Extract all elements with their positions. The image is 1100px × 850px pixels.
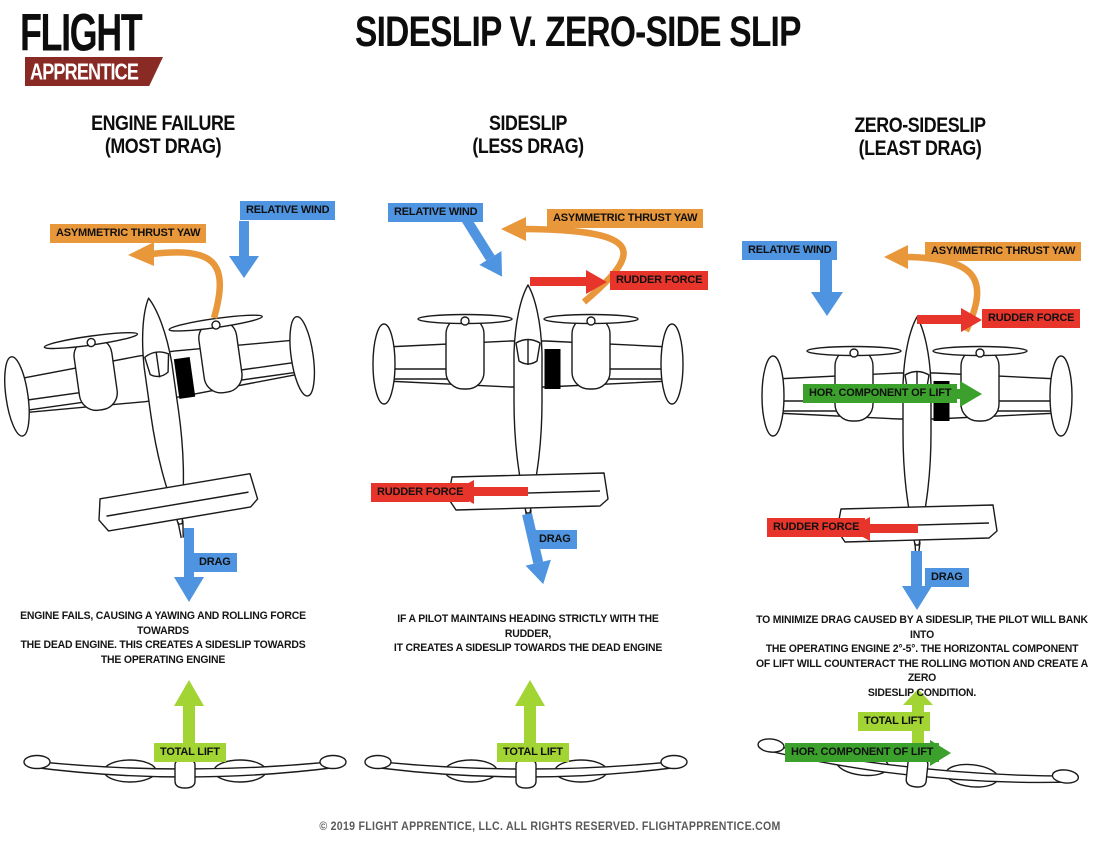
panel1-title: ENGINE FAILURE (MOST DRAG) — [91, 112, 235, 159]
logo-apprentice-text: APPRENTICE — [30, 57, 139, 85]
panel2-thrust-yaw-arrow — [523, 225, 627, 305]
panel3-rudder-force-label-tail: RUDDER FORCE — [767, 518, 866, 537]
panel1-drag-arrow — [174, 528, 204, 602]
panel3-hor-lift-label-wing: HOR. COMPONENT OF LIFT — [803, 384, 958, 403]
panel1-thrust-yaw-arrow — [151, 249, 224, 319]
panel3-asymmetric-thrust-label: ASYMMETRIC THRUST YAW — [925, 242, 1082, 261]
panel2-total-lift-arrow — [515, 680, 545, 746]
panel3-relative-wind-arrow — [811, 259, 843, 316]
panel2-rudder-force-label-nose: RUDDER FORCE — [610, 271, 709, 290]
copyright-text: © 2019 FLIGHT APPRENTICE, LLC. ALL RIGHT… — [319, 821, 781, 833]
panel2-title: SIDESLIP (LESS DRAG) — [472, 112, 584, 159]
panel2-asymmetric-thrust-label: ASYMMETRIC THRUST YAW — [547, 209, 704, 228]
page-title: SIDESLIP V. ZERO-SIDE SLIP — [355, 8, 801, 56]
logo-flight-text: FLIGHT — [20, 3, 143, 62]
panel1-aircraft-top-view — [0, 275, 337, 561]
panel3-rudder-force-label-nose: RUDDER FORCE — [982, 309, 1081, 328]
panel1-relative-wind-arrow — [229, 221, 259, 278]
panel1-caption: ENGINE FAILS, CAUSING A YAWING AND ROLLI… — [20, 610, 306, 666]
panel3-title: ZERO-SIDESLIP (LEAST DRAG) — [854, 114, 986, 161]
panel2-caption: IF A PILOT MAINTAINS HEADING STRICTLY WI… — [393, 613, 663, 655]
panel1-total-lift-label: TOTAL LIFT — [154, 743, 226, 762]
asymmetric-thrust-arrowheads — [128, 217, 908, 269]
panel2-total-lift-label: TOTAL LIFT — [497, 743, 569, 762]
panel3-relative-wind-label: RELATIVE WIND — [742, 241, 838, 260]
panel3-caption: TO MINIMIZE DRAG CAUSED BY A SIDESLIP, T… — [755, 614, 1089, 699]
panel3-rudder-force-arrow-nose — [917, 308, 982, 332]
panel2-drag-arrow — [522, 512, 551, 585]
panel1-total-lift-arrow — [174, 680, 204, 746]
panel2-relative-wind-arrow — [461, 216, 503, 277]
panel2-rudder-force-arrow-nose — [530, 270, 607, 294]
panel2-drag-label: DRAG — [533, 530, 577, 549]
panel2-rudder-force-label-tail: RUDDER FORCE — [371, 483, 470, 502]
panel2-relative-wind-label: RELATIVE WIND — [388, 203, 484, 222]
relative-wind-and-drag-arrows — [174, 216, 932, 610]
panel3-drag-label: DRAG — [925, 568, 969, 587]
panel1-asymmetric-thrust-label: ASYMMETRIC THRUST YAW — [50, 224, 207, 243]
panel3-hor-lift-label-bottom: HOR. COMPONENT OF LIFT — [785, 743, 940, 762]
logo-apprentice-badge: APPRENTICE — [25, 57, 163, 86]
panel3-total-lift-label: TOTAL LIFT — [858, 712, 930, 731]
panel3-drag-arrow — [902, 551, 932, 610]
panel1-drag-label: DRAG — [193, 553, 237, 572]
panel1-relative-wind-label: RELATIVE WIND — [240, 201, 336, 220]
